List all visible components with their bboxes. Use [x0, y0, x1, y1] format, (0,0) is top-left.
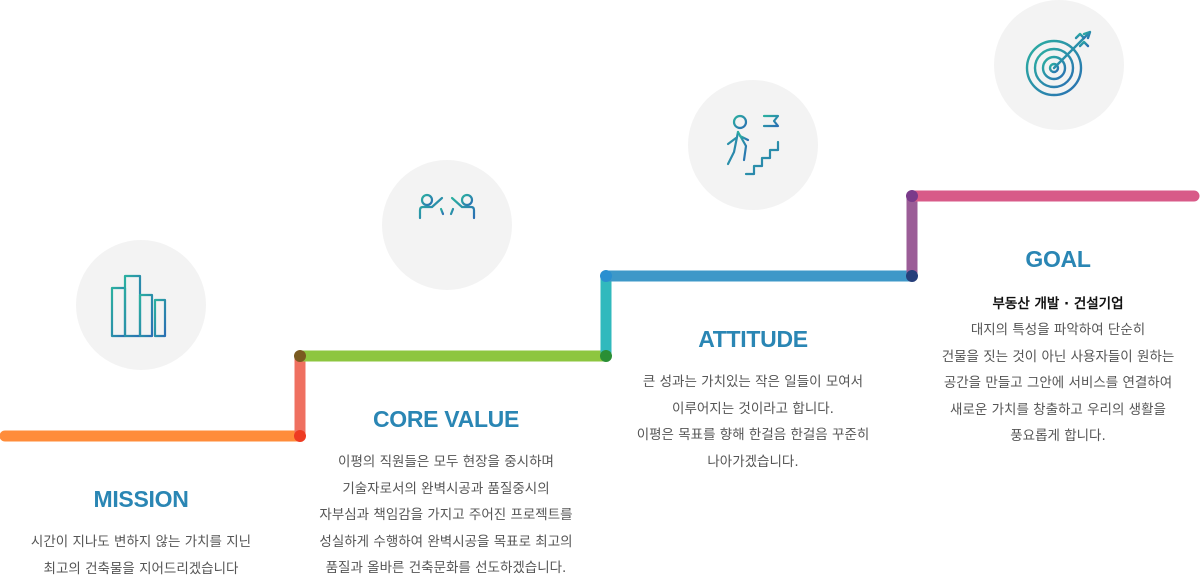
core-description: 이평의 직원들은 모두 현장을 중시하며 기술자로서의 완벽시공과 품질중시의 … [296, 449, 596, 582]
desc-line: 공간을 만들고 그안에 서비스를 연결하여 [908, 370, 1200, 397]
desc-line: 성실하게 수행하여 완벽시공을 목표로 최고의 [296, 529, 596, 556]
attitude-block: ATTITUDE 큰 성과는 가치있는 작은 일들이 모여서 이루어지는 것이라… [603, 326, 903, 475]
desc-line: 풍요롭게 합니다. [908, 423, 1200, 450]
desc-line: 자부심과 책임감을 가지고 주어진 프로젝트를 [296, 502, 596, 529]
desc-line: 시간이 지나도 변하지 않는 가치를 지닌 [0, 529, 282, 556]
attitude-title: ATTITUDE [603, 326, 903, 353]
joint-dot-2 [294, 350, 306, 362]
high-five-people-icon [382, 160, 512, 290]
desc-line: 이루어지는 것이라고 합니다. [603, 396, 903, 423]
goal-title: GOAL [908, 246, 1200, 273]
joint-dot-6 [906, 190, 918, 202]
desc-line: 새로운 가치를 창출하고 우리의 생활을 [908, 397, 1200, 424]
core-block: CORE VALUE 이평의 직원들은 모두 현장을 중시하며 기술자로서의 완… [296, 406, 596, 582]
desc-line: 건물을 짓는 것이 아닌 사용자들이 원하는 [908, 344, 1200, 371]
goal-description: 대지의 특성을 파악하여 단순히 건물을 짓는 것이 아닌 사용자들이 원하는 … [908, 317, 1200, 450]
desc-line: 최고의 건축물을 지어드리겠습니다 [0, 556, 282, 582]
desc-line: 기술자로서의 완벽시공과 품질중시의 [296, 476, 596, 503]
goal-block: GOAL 부동산 개발 · 건설기업 대지의 특성을 파악하여 단순히 건물을 … [908, 246, 1200, 450]
attitude-description: 큰 성과는 가치있는 작은 일들이 모여서 이루어지는 것이라고 합니다. 이평… [603, 369, 903, 475]
mission-title: MISSION [0, 486, 282, 513]
desc-line: 이평은 목표를 향해 한걸음 한걸음 꾸준히 [603, 422, 903, 449]
mission-description: 시간이 지나도 변하지 않는 가치를 지닌 최고의 건축물을 지어드리겠습니다 [0, 529, 282, 582]
buildings-icon [76, 240, 206, 370]
desc-line: 이평의 직원들은 모두 현장을 중시하며 [296, 449, 596, 476]
desc-line: 대지의 특성을 파악하여 단순히 [908, 317, 1200, 344]
core-icon-circle [382, 160, 512, 290]
goal-subtitle: 부동산 개발 · 건설기업 [908, 291, 1200, 317]
target-arrow-icon [994, 0, 1124, 130]
desc-line: 나아가겠습니다. [603, 449, 903, 476]
desc-line: 큰 성과는 가치있는 작은 일들이 모여서 [603, 369, 903, 396]
climbing-stairs-flag-icon [688, 80, 818, 210]
mission-icon-circle [76, 240, 206, 370]
core-title: CORE VALUE [296, 406, 596, 433]
mission-block: MISSION 시간이 지나도 변하지 않는 가치를 지닌 최고의 건축물을 지… [0, 486, 282, 582]
joint-dot-4 [600, 270, 612, 282]
goal-icon-circle [994, 0, 1124, 130]
attitude-icon-circle [688, 80, 818, 210]
